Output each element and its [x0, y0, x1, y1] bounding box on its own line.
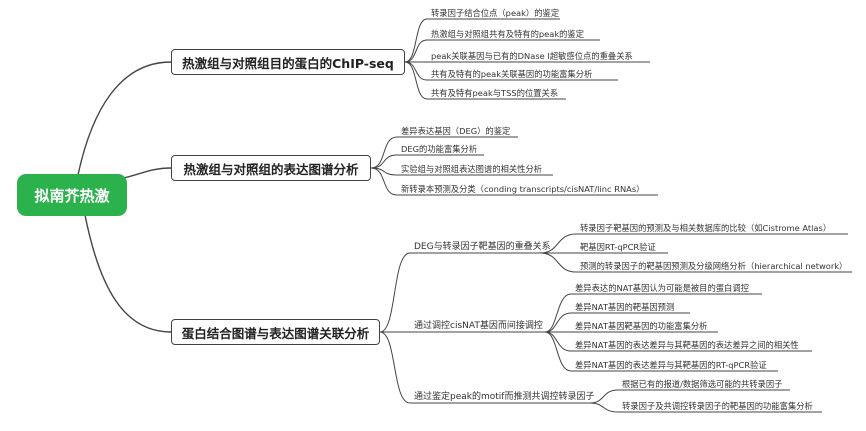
- leaf-deg-enrichment[interactable]: DEG的功能富集分析: [401, 144, 478, 154]
- leaf-nat-rtqpcr[interactable]: 差异NAT基因的表达差异与其靶基因的RT-qPCR验证: [575, 360, 767, 370]
- leaf-nat-expression-correlation[interactable]: 差异NAT基因的表达差异与其靶基因的表达差异之间的相关性: [575, 340, 799, 350]
- link-s2-l1: [544, 293, 762, 333]
- link-s1-l3: [539, 252, 852, 273]
- link-b2-l1: [370, 136, 518, 169]
- link-s1-l1: [539, 233, 848, 254]
- root-node[interactable]: 拟南芥热激: [17, 174, 127, 216]
- leaf-nat-regulated[interactable]: 差异表达的NAT基因认为可能是被目的蛋白调控: [575, 283, 749, 293]
- leaf-novel-transcripts[interactable]: 新转录本预测及分类（conding transcripts/cisNAT/lin…: [401, 184, 645, 194]
- link-s2-l2: [544, 312, 690, 333]
- leaf-target-rtqpcr[interactable]: 靶基因RT-qPCR验证: [580, 242, 656, 252]
- branch-expression-profile[interactable]: 热激组与对照组的表达图谱分析: [171, 155, 371, 181]
- branch-chip-seq[interactable]: 热激组与对照组目的蛋白的ChIP-seq: [171, 49, 405, 75]
- link-root-branch-3: [84, 214, 172, 333]
- link-b1-l1: [404, 18, 560, 63]
- link-s2-l5: [544, 331, 778, 372]
- link-b3-s1: [379, 252, 540, 333]
- link-b1-l5: [404, 61, 566, 100]
- leaf-dnase-overlap[interactable]: peak关联基因与已有的DNase I超敏感位点的重叠关系: [431, 51, 633, 61]
- sub-motif-cofactor[interactable]: 通过鉴定peak的motif而推测共调控转录因子: [414, 392, 595, 402]
- leaf-deg-identification[interactable]: 差异表达基因（DEG）的鉴定: [401, 126, 511, 136]
- link-s3-l1: [589, 389, 790, 404]
- leaf-nat-target-prediction[interactable]: 差异NAT基因的靶基因预测: [575, 302, 675, 312]
- sub-deg-target-overlap[interactable]: DEG与转录因子靶基因的重叠关系: [414, 242, 551, 252]
- sub-cisnat-regulation[interactable]: 通过调控cisNAT基因而间接调控: [414, 321, 543, 331]
- link-s3-l2: [589, 402, 822, 413]
- branch-association-analysis[interactable]: 蛋白结合图谱与表达图谱关联分析: [171, 319, 380, 345]
- leaf-expression-correlation[interactable]: 实验组与对照组表达图谱的相关性分析: [401, 164, 543, 174]
- link-root-branch-1: [77, 61, 172, 176]
- leaf-cofactor-target-enrichment[interactable]: 转录因子及共调控转录因子的靶基因的功能富集分析: [622, 401, 813, 411]
- leaf-peak-gene-enrichment[interactable]: 共有及特有的peak关联基因的功能富集分析: [431, 69, 593, 79]
- leaf-peak-tss-position[interactable]: 共有及特有peak与TSS的位置关系: [431, 88, 559, 98]
- leaf-peak-identification[interactable]: 转录因子结合位点（peak）的鉴定: [431, 8, 560, 18]
- link-b1-l2: [404, 39, 600, 63]
- leaf-cofactor-screening[interactable]: 根据已有的报道/数据筛选可能的共转录因子: [622, 379, 783, 389]
- link-b2-l2: [370, 154, 484, 169]
- link-b3-s3: [379, 331, 590, 404]
- leaf-shared-specific-peak[interactable]: 热激组与对照组共有及特有的peak的鉴定: [431, 29, 585, 39]
- leaf-hierarchical-network[interactable]: 预测的转录因子的靶基因预测及分级网络分析（hierarchical networ…: [580, 261, 848, 271]
- leaf-nat-target-enrichment[interactable]: 差异NAT基因靶基因的功能富集分析: [575, 321, 708, 331]
- link-b2-l4: [370, 167, 658, 196]
- leaf-target-prediction-db[interactable]: 转录因子靶基因的预测及与相关数据库的比较（如Cistrome Atlas）: [580, 223, 832, 233]
